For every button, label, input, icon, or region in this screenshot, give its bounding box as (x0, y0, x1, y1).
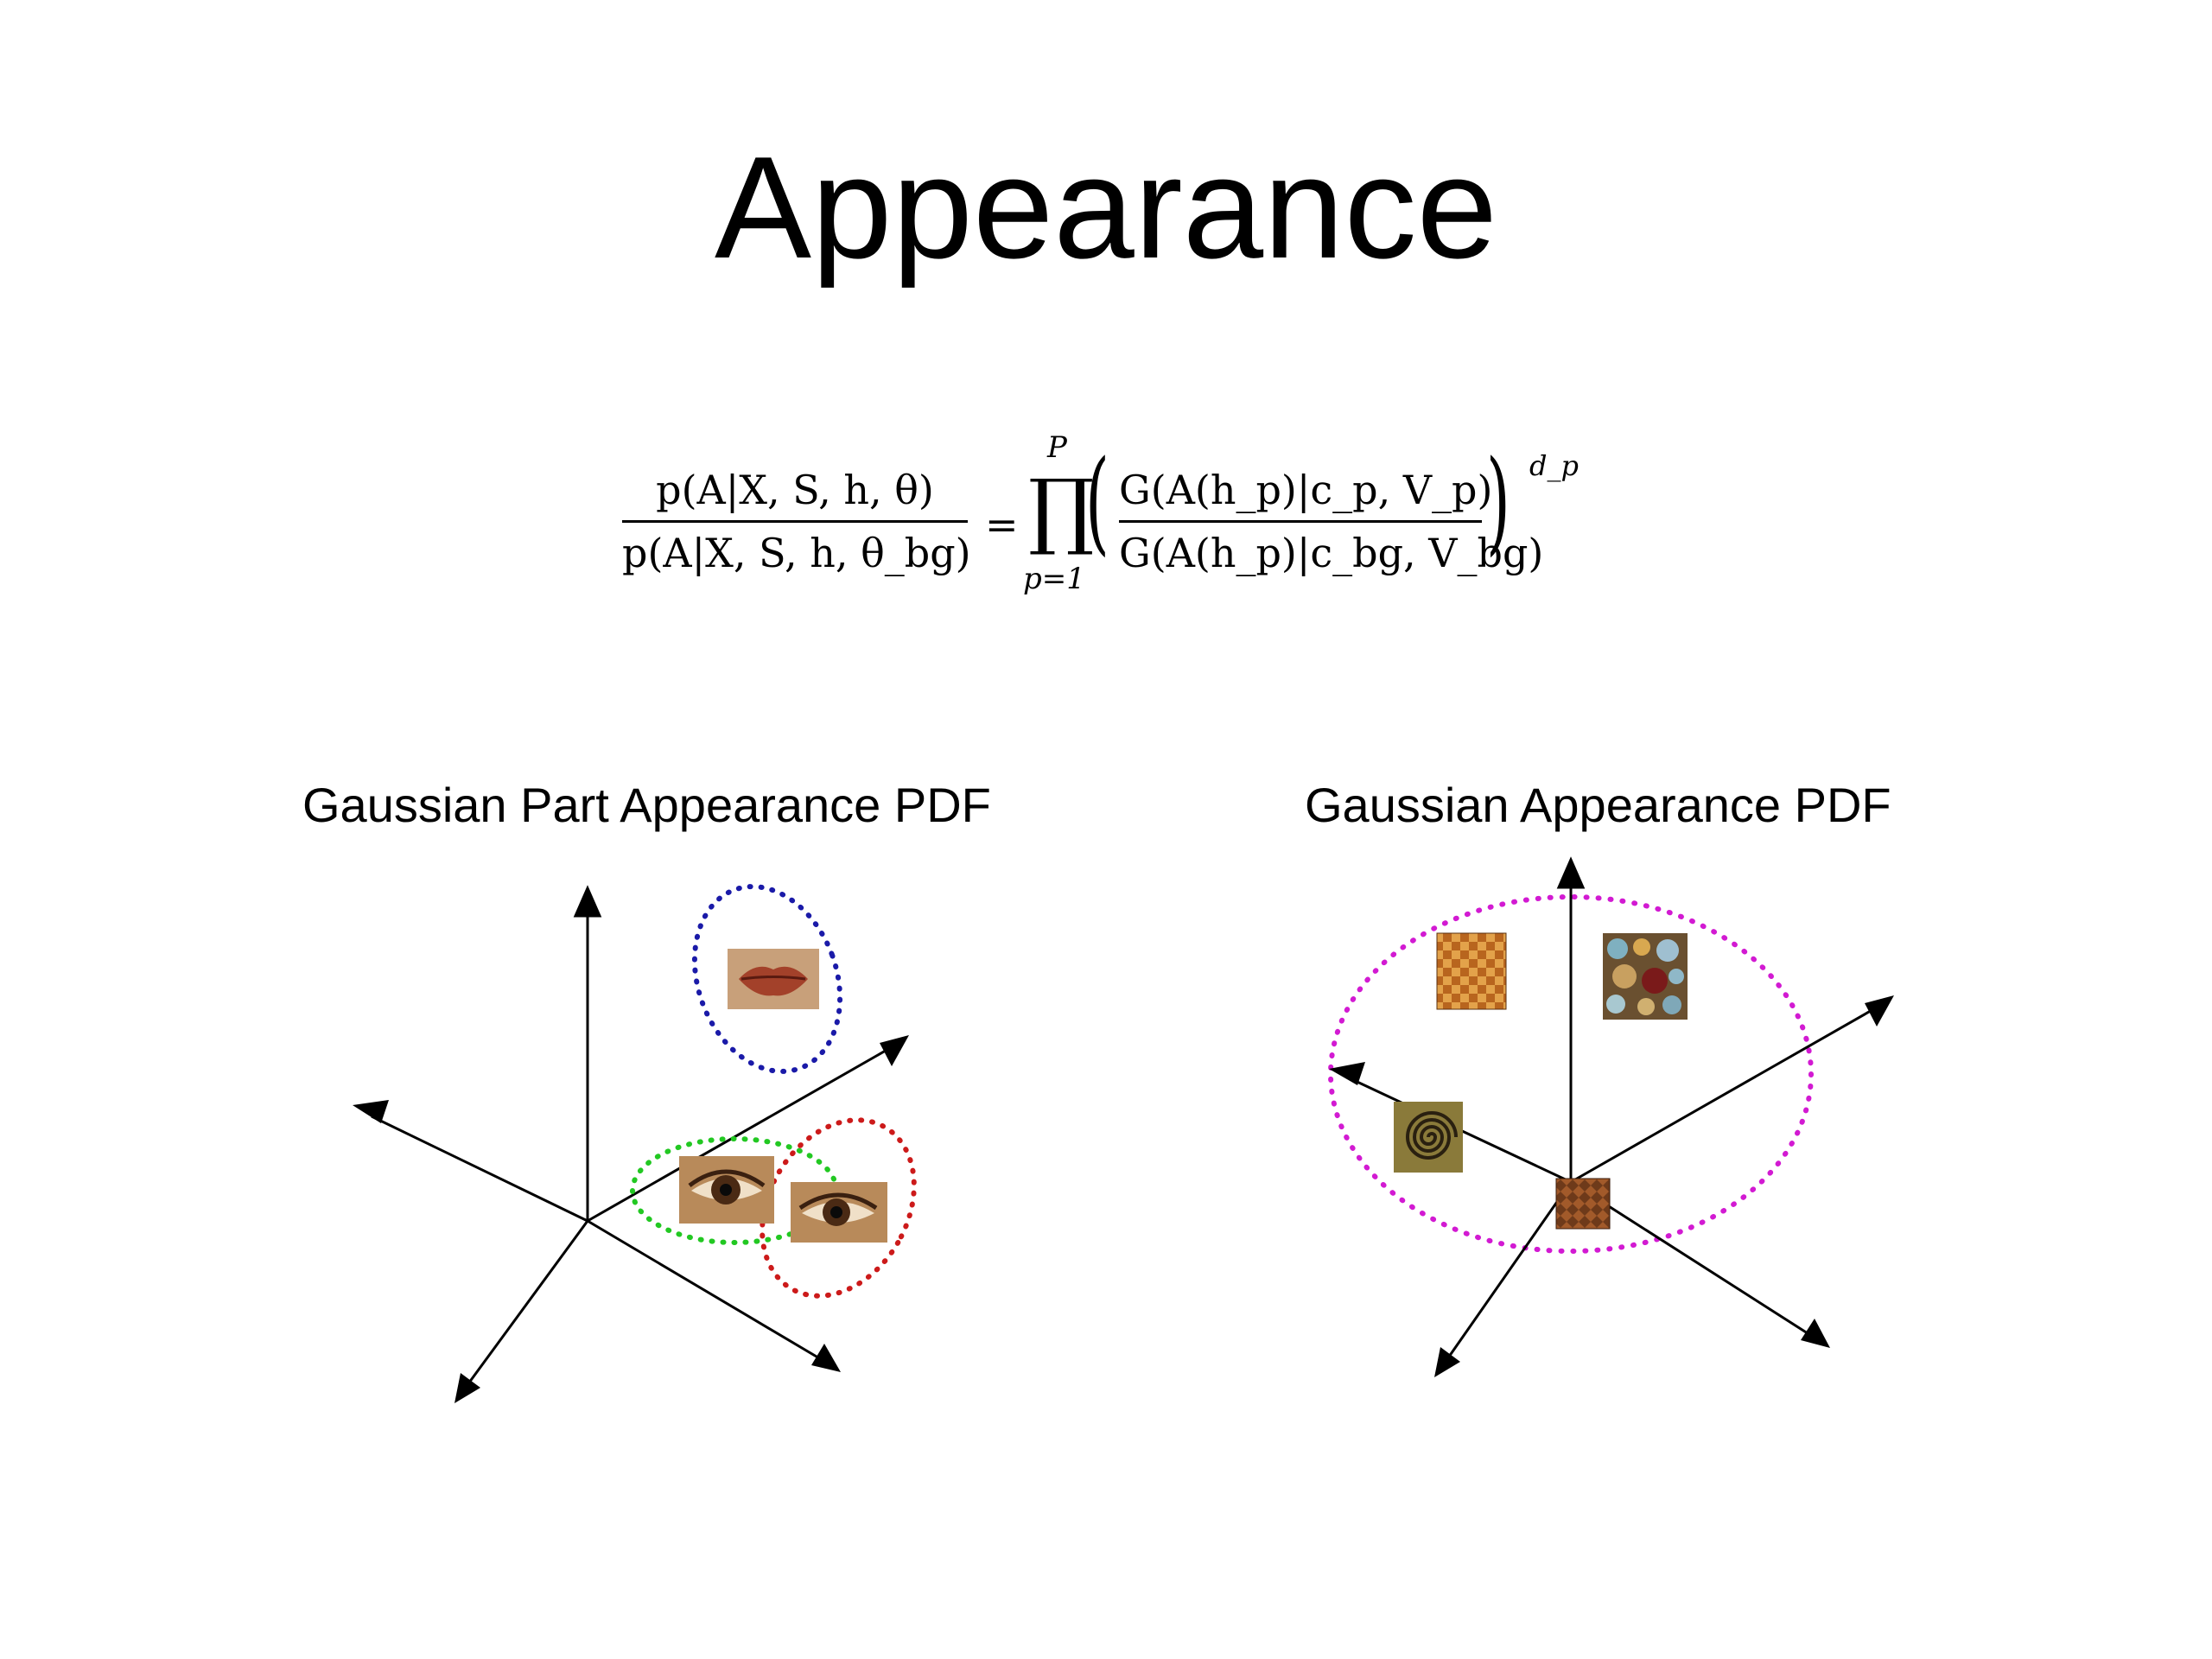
right-axis-downright (1570, 1180, 1811, 1337)
rhs-fraction-bar (1119, 520, 1482, 523)
left-axis-left-arrowhead (353, 1100, 389, 1123)
exponent: d_p (1529, 449, 1579, 482)
left-panel-label: Gaussian Part Appearance PDF (302, 778, 991, 832)
spiral-texture-image (1394, 1102, 1463, 1173)
lhs-fraction-bar (622, 520, 968, 523)
right-panel-label: Gaussian Appearance PDF (1305, 778, 1891, 832)
brown-texture-image (1555, 1178, 1611, 1230)
appearance-cluster-ellipse (1328, 894, 1814, 1254)
lhs-fraction: p(A|X, S, h, θ) p(A|X, S, h, θ_bg) (622, 467, 971, 576)
lhs-numerator: p(A|X, S, h, θ) (656, 467, 934, 513)
mouth-image (728, 949, 819, 1009)
slide-title: Appearance (714, 126, 1498, 289)
left-eye-image (679, 1156, 774, 1224)
right-eye-cluster-ellipse (760, 1117, 917, 1299)
rhs-fraction: G(A(h_p)|c_p, V_p) G(A(h_p)|c_bg, V_bg) (1119, 467, 1544, 576)
right-eye-image (791, 1182, 887, 1243)
product-lower-limit: p=1 (1023, 562, 1085, 596)
rhs-denominator: G(A(h_p)|c_bg, V_bg) (1119, 530, 1544, 576)
left-axes (353, 885, 909, 1403)
right-axis-right-arrowhead (1865, 995, 1894, 1027)
product-upper-limit: P (1047, 430, 1067, 465)
rhs-numerator: G(A(h_p)|c_p, V_p) (1119, 467, 1493, 513)
checker-texture-image (1436, 932, 1507, 1010)
right-axis-up-arrowhead (1556, 856, 1586, 889)
left-axis-right (587, 1046, 891, 1223)
right-parenthesis: ) (1486, 435, 1510, 567)
left-axis-downleft (467, 1220, 589, 1383)
appearance-equation: p(A|X, S, h, θ) p(A|X, S, h, θ_bg) = P ∏… (596, 430, 1616, 622)
left-axis-downright (587, 1219, 822, 1361)
left-axis-downleft-arrowhead (454, 1373, 480, 1403)
left-parenthesis: ( (1085, 435, 1109, 567)
left-axis-right-arrowhead (880, 1035, 909, 1066)
right-axis-downleft-arrowhead (1434, 1347, 1460, 1377)
equals-sign: = (985, 501, 1019, 548)
mouth-cluster-ellipse (691, 884, 843, 1074)
lhs-denominator: p(A|X, S, h, θ_bg) (622, 530, 971, 576)
right-axis-left-arrowhead (1329, 1062, 1365, 1085)
pebble-texture-image (1603, 933, 1688, 1020)
left-axis-downright-arrowhead (811, 1344, 841, 1372)
right-axis-downright-arrowhead (1801, 1319, 1830, 1348)
product-symbol: ∏ (1028, 461, 1095, 558)
right-axis-right (1570, 1007, 1876, 1184)
right-axis-downleft (1447, 1181, 1573, 1357)
left-axis-left (371, 1115, 588, 1223)
left-axis-up-arrowhead (573, 885, 602, 918)
